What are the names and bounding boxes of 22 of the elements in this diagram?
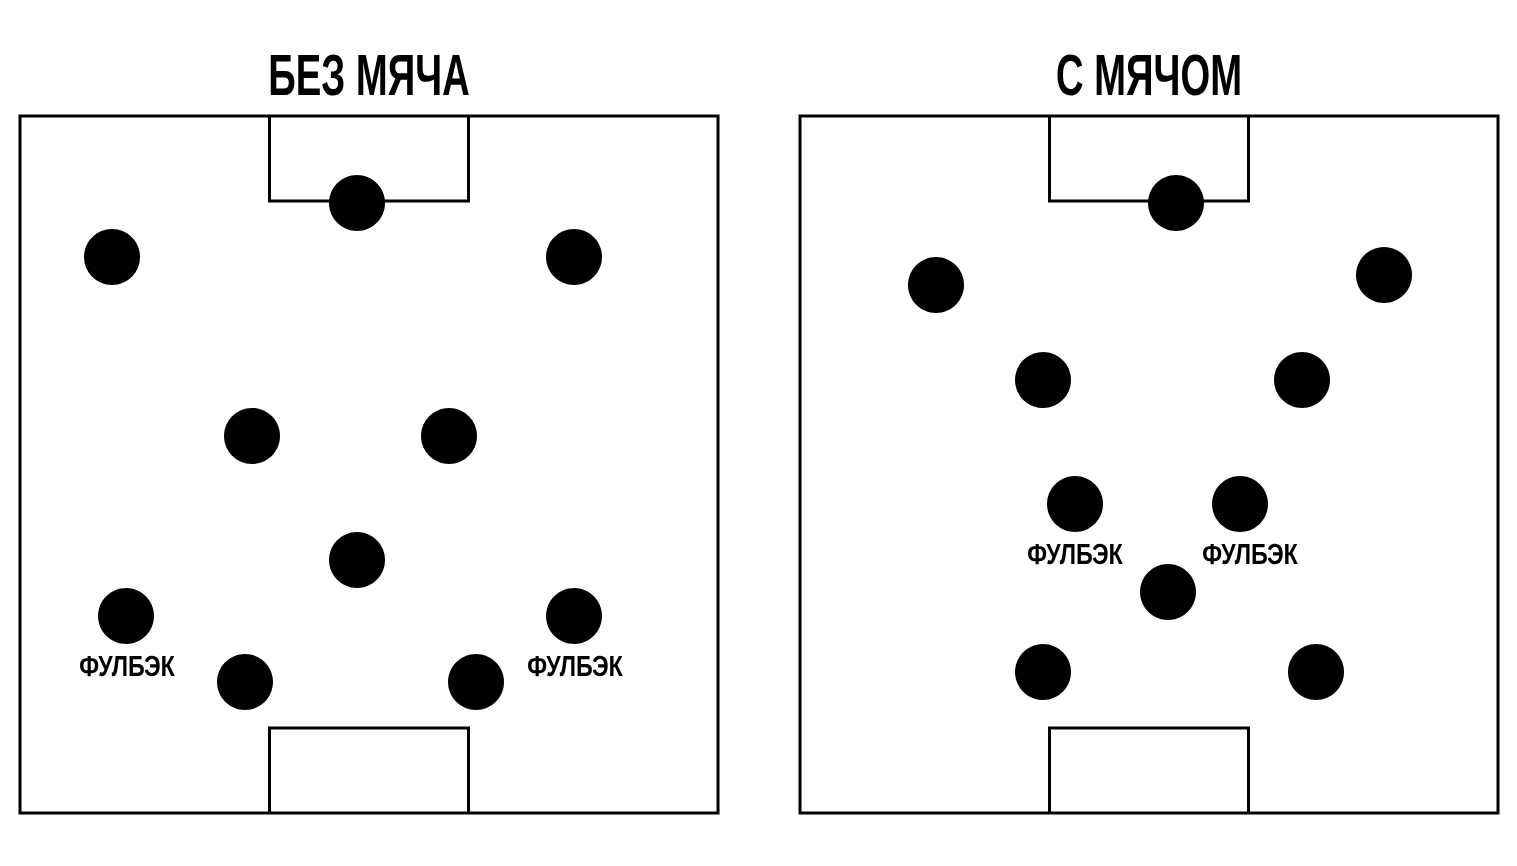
player-dot: [421, 408, 477, 464]
player-dot: [1140, 564, 1196, 620]
player-dot: [1015, 352, 1071, 408]
player-dot: [1288, 644, 1344, 700]
player-dot: [1015, 644, 1071, 700]
player-dot: [217, 654, 273, 710]
player-dot: [224, 408, 280, 464]
position-label: ФУЛБЭК: [80, 655, 175, 677]
player-dot: [1148, 175, 1204, 231]
player-dot: [84, 229, 140, 285]
player-dot: [329, 175, 385, 231]
pitch-title: БЕЗ МЯЧА: [270, 54, 469, 96]
player-dot: [1274, 352, 1330, 408]
position-label: ФУЛБЭК: [528, 655, 623, 677]
position-label: ФУЛБЭК: [1203, 543, 1298, 565]
pitch-title: С МЯЧОМ: [1057, 54, 1240, 96]
position-label: ФУЛБЭК: [1028, 543, 1123, 565]
player-dot: [546, 229, 602, 285]
player-dot: [448, 654, 504, 710]
player-dot: [329, 532, 385, 588]
player-dot: [1356, 247, 1412, 303]
player-dot: [908, 257, 964, 313]
